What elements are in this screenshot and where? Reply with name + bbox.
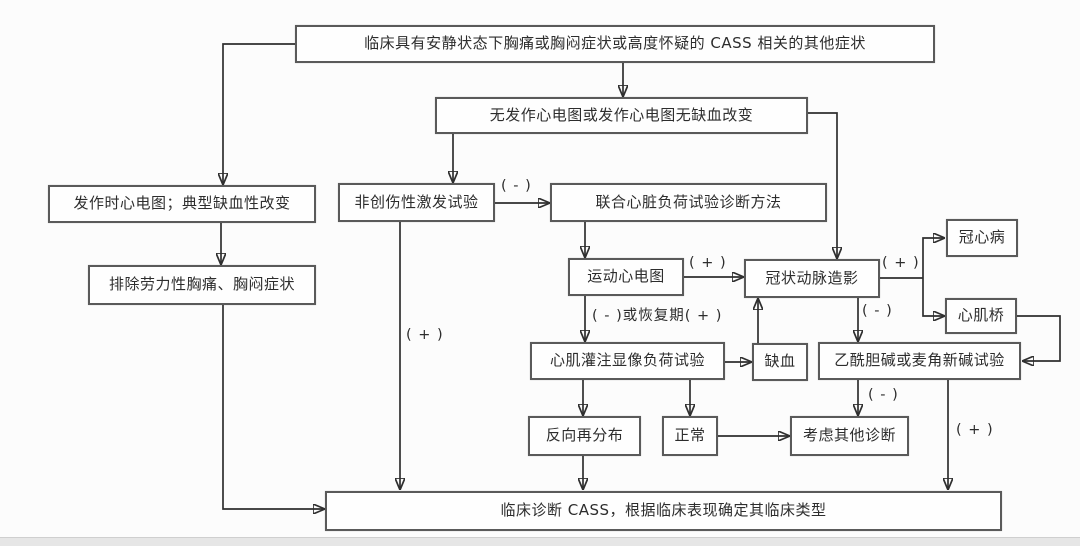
node-ischemia: 缺血 xyxy=(752,343,808,381)
edge-label-ach-neg: ( - ) xyxy=(868,387,899,403)
node-no-attack-ecg: 无发作心电图或发作心电图无缺血改变 xyxy=(435,97,808,134)
edge-label-exercise-pos: ( + ) xyxy=(689,255,727,271)
node-noninvasive-test: 非创伤性激发试验 xyxy=(338,183,495,222)
node-angiography: 冠状动脉造影 xyxy=(744,259,880,298)
edge-bridge-to-achtest xyxy=(1017,315,1061,361)
node-chd: 冠心病 xyxy=(946,219,1018,257)
node-exercise-ecg: 运动心电图 xyxy=(568,258,684,296)
node-exclude-exertional: 排除劳力性胸痛、胸闷症状 xyxy=(88,265,316,305)
node-start: 临床具有安静状态下胸痛或胸闷症状或高度怀疑的 CASS 相关的其他症状 xyxy=(295,25,935,63)
edge-label-angio-neg: ( - ) xyxy=(862,303,893,319)
node-myocardial-bridge: 心肌桥 xyxy=(945,298,1017,334)
node-consider-other: 考虑其他诊断 xyxy=(790,416,909,456)
node-perfusion-imaging: 心肌灌注显像负荷试验 xyxy=(530,342,725,380)
edge-branch-to-chd xyxy=(922,238,944,278)
edge-exclude-to-final xyxy=(222,305,324,509)
node-ach-ergonovine-test: 乙酰胆碱或麦角新碱试验 xyxy=(818,342,1021,380)
node-final-diagnosis: 临床诊断 CASS，根据临床表现确定其临床类型 xyxy=(325,491,1002,531)
edge-label-angio-pos: ( + ) xyxy=(882,255,920,271)
edge-label-ach-pos: ( + ) xyxy=(956,422,994,438)
edge-label-noninvasive-pos: ( + ) xyxy=(406,327,444,343)
node-combined-stress: 联合心脏负荷试验诊断方法 xyxy=(550,183,827,222)
edge-label-noninvasive-neg: ( - ) xyxy=(501,178,532,194)
edge-branch-to-bridge xyxy=(922,278,944,316)
node-normal: 正常 xyxy=(662,416,718,456)
node-attack-ecg: 发作时心电图；典型缺血性改变 xyxy=(48,185,316,223)
edge-label-exercise-neg-recovery: ( - )或恢复期( + ) xyxy=(592,308,723,324)
node-reverse-redistribution: 反向再分布 xyxy=(528,416,641,456)
bottom-gray-strip xyxy=(0,537,1080,546)
edge-start-to-attackecg xyxy=(223,43,295,184)
